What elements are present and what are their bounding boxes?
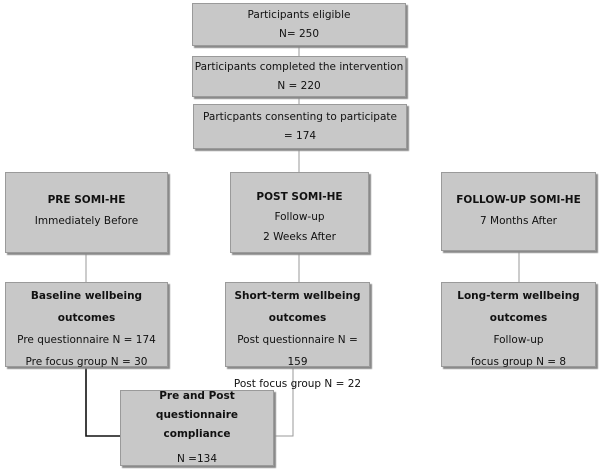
followup-somi-title: FOLLOW-UP SOMI-HE: [456, 194, 581, 206]
consenting-box: Particpants consenting to participate = …: [193, 104, 407, 149]
compliance-count: N =134: [176, 453, 218, 465]
baseline-title: Baseline wellbeing: [30, 290, 143, 302]
completed-box: Participants completed the intervention …: [192, 56, 406, 97]
compliance-box: Pre and Post questionnaire compliance N …: [120, 390, 274, 466]
completed-count: N = 220: [277, 79, 321, 92]
consenting-count: = 174: [283, 129, 317, 142]
post-somi-title: POST SOMI-HE: [256, 191, 343, 203]
consenting-label: Particpants consenting to participate: [203, 110, 397, 123]
baseline-outcomes-box: Baseline wellbeing outcomes Pre question…: [5, 282, 168, 368]
shortterm-title: Short-term wellbeing: [234, 290, 361, 302]
post-somi-timing: 2 Weeks After: [263, 231, 336, 243]
pre-somi-title: PRE SOMI-HE: [47, 194, 126, 206]
followup-somi-box: FOLLOW-UP SOMI-HE 7 Months After: [441, 172, 596, 251]
longterm-followup: Follow-up: [493, 334, 544, 346]
compliance-title: Pre and Post questionnaire: [155, 390, 239, 421]
shortterm-outcomes-box: Short-term wellbeing outcomes Post quest…: [225, 282, 370, 390]
longterm-focus-group: focus group N = 8: [470, 356, 567, 368]
shortterm-title-cont: outcomes: [268, 312, 327, 324]
longterm-title-cont: outcomes: [489, 312, 548, 324]
shortterm-questionnaire: Post questionnaire N = 159: [237, 334, 358, 368]
followup-somi-subtitle: 7 Months After: [480, 215, 557, 227]
connector-baseline-compliance: [85, 367, 120, 437]
pre-somi-box: PRE SOMI-HE Immediately Before: [5, 172, 168, 253]
connector-shortterm-compliance: [274, 367, 294, 437]
shortterm-focus-group: Post focus group N = 22: [233, 378, 362, 390]
pre-somi-subtitle: Immediately Before: [34, 215, 139, 227]
post-somi-followup: Follow-up: [274, 211, 325, 223]
baseline-questionnaire: Pre questionnaire N = 174: [17, 334, 156, 346]
baseline-focus-group: Pre focus group N = 30: [25, 356, 148, 368]
eligible-count: N= 250: [278, 27, 320, 40]
eligible-box: Participants eligible N= 250: [192, 3, 406, 46]
baseline-title-cont: outcomes: [57, 312, 116, 324]
longterm-title: Long-term wellbeing: [457, 290, 580, 302]
completed-label: Participants completed the intervention: [194, 60, 404, 73]
compliance-title-cont: compliance: [163, 428, 231, 440]
post-somi-box: POST SOMI-HE Follow-up 2 Weeks After: [230, 172, 369, 253]
longterm-outcomes-box: Long-term wellbeing outcomes Follow-up f…: [441, 282, 596, 368]
eligible-label: Participants eligible: [247, 8, 351, 21]
